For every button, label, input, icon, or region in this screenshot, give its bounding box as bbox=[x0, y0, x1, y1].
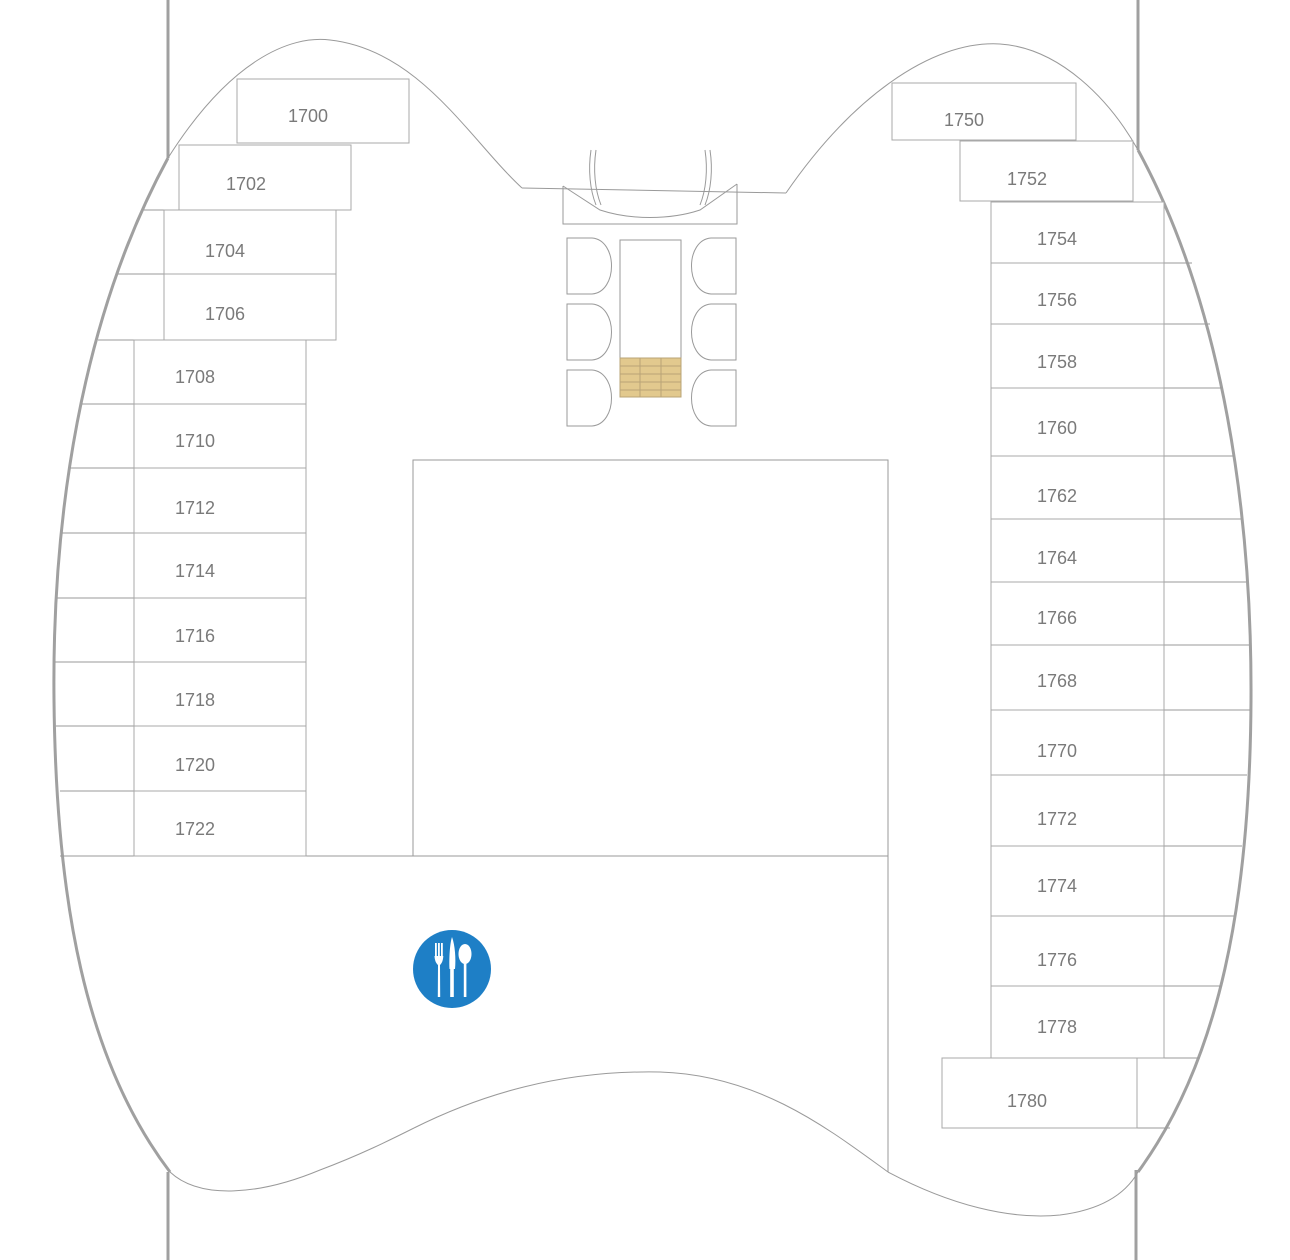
elevator-bank bbox=[566, 237, 737, 427]
cabin-number: 1774 bbox=[1037, 876, 1077, 896]
cabin-1770[interactable]: 1770 bbox=[990, 709, 1165, 776]
cabin-1764[interactable]: 1764 bbox=[990, 518, 1165, 583]
stairwell bbox=[619, 357, 682, 398]
cabin-1700[interactable]: 1700 bbox=[236, 78, 410, 144]
cabin-1704[interactable]: 1704 bbox=[163, 209, 337, 275]
cabin-1758[interactable]: 1758 bbox=[990, 323, 1165, 389]
bow-structure bbox=[562, 149, 738, 225]
cabin-1780[interactable]: 1780 bbox=[941, 1057, 1138, 1129]
cabin-number: 1772 bbox=[1037, 809, 1077, 829]
hull-outline bbox=[52, 38, 1253, 1217]
cabin-number: 1766 bbox=[1037, 608, 1077, 628]
port-cabins: 1700 1702 1704 1706 1708 1710 1712 1714 bbox=[133, 78, 410, 857]
cabin-number: 1710 bbox=[175, 431, 215, 451]
cabin-1756[interactable]: 1756 bbox=[990, 262, 1165, 325]
cabin-1716[interactable]: 1716 bbox=[133, 597, 307, 663]
cabin-1754[interactable]: 1754 bbox=[990, 201, 1165, 264]
cabin-1714[interactable]: 1714 bbox=[133, 532, 307, 599]
cabin-number: 1702 bbox=[226, 174, 266, 194]
side-rails bbox=[166, 0, 1140, 1260]
cabin-1706[interactable]: 1706 bbox=[163, 273, 337, 341]
cabin-1702[interactable]: 1702 bbox=[178, 144, 352, 211]
cabin-number: 1720 bbox=[175, 755, 215, 775]
cabin-number: 1754 bbox=[1037, 229, 1077, 249]
cabin-number: 1780 bbox=[1007, 1091, 1047, 1111]
cabin-1776[interactable]: 1776 bbox=[990, 915, 1165, 987]
cabin-1768[interactable]: 1768 bbox=[990, 644, 1165, 711]
cabin-number: 1722 bbox=[175, 819, 215, 839]
cabin-number: 1750 bbox=[944, 110, 984, 130]
cabin-number: 1704 bbox=[205, 241, 245, 261]
dining-icon[interactable] bbox=[413, 930, 491, 1008]
cabin-number: 1768 bbox=[1037, 671, 1077, 691]
cabin-1710[interactable]: 1710 bbox=[133, 403, 307, 469]
cabin-number: 1708 bbox=[175, 367, 215, 387]
cabin-1720[interactable]: 1720 bbox=[133, 725, 307, 792]
cabin-number: 1712 bbox=[175, 498, 215, 518]
cabin-number: 1752 bbox=[1007, 169, 1047, 189]
cabin-1722[interactable]: 1722 bbox=[133, 790, 307, 857]
cabin-number: 1716 bbox=[175, 626, 215, 646]
cabin-1752[interactable]: 1752 bbox=[959, 140, 1134, 202]
cabin-1712[interactable]: 1712 bbox=[133, 467, 307, 534]
cabin-number: 1776 bbox=[1037, 950, 1077, 970]
cabin-1708[interactable]: 1708 bbox=[133, 339, 307, 405]
cabin-1762[interactable]: 1762 bbox=[990, 455, 1165, 520]
cabin-1750[interactable]: 1750 bbox=[891, 82, 1077, 141]
spoon-icon bbox=[458, 944, 472, 997]
cabin-number: 1770 bbox=[1037, 741, 1077, 761]
cabin-number: 1714 bbox=[175, 561, 215, 581]
fork-icon bbox=[434, 943, 444, 997]
cabin-number: 1756 bbox=[1037, 290, 1077, 310]
cabin-number: 1700 bbox=[288, 106, 328, 126]
cabin-1778[interactable]: 1778 bbox=[990, 985, 1165, 1059]
cabin-1772[interactable]: 1772 bbox=[990, 774, 1165, 847]
cabin-number: 1718 bbox=[175, 690, 215, 710]
cabin-number: 1762 bbox=[1037, 486, 1077, 506]
starboard-cabins: 1750 1752 1754 1756 1758 1760 1762 1764 bbox=[891, 82, 1165, 1129]
central-atrium bbox=[60, 459, 889, 1172]
cabin-1718[interactable]: 1718 bbox=[133, 661, 307, 727]
cabin-number: 1758 bbox=[1037, 352, 1077, 372]
cabin-number: 1764 bbox=[1037, 548, 1077, 568]
cabin-1760[interactable]: 1760 bbox=[990, 387, 1165, 457]
cabin-number: 1760 bbox=[1037, 418, 1077, 438]
knife-icon bbox=[449, 937, 456, 997]
cabin-1766[interactable]: 1766 bbox=[990, 581, 1165, 646]
cabin-1774[interactable]: 1774 bbox=[990, 845, 1165, 917]
cabin-number: 1778 bbox=[1037, 1017, 1077, 1037]
cabin-number: 1706 bbox=[205, 304, 245, 324]
